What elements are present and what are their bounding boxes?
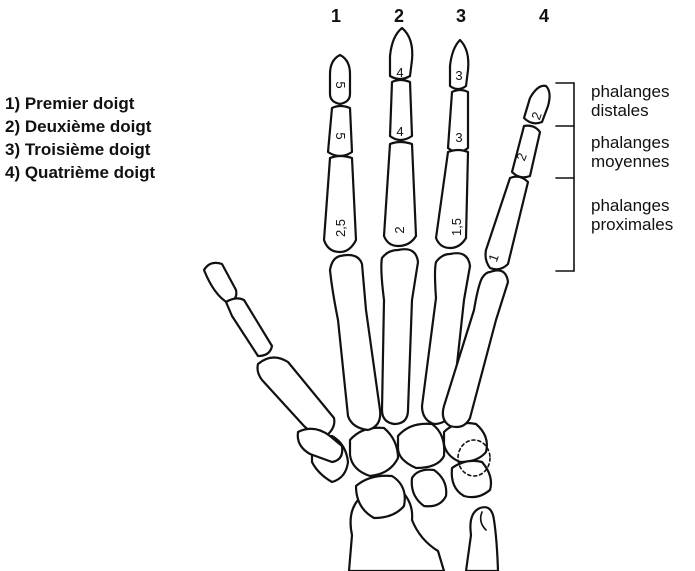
bone-label-f1-proximal: 2,5 [333, 219, 348, 237]
finger-2-bones [381, 28, 418, 424]
bone-label-f2-distal: 4 [396, 65, 403, 80]
bone-label-f2-proximal: 2 [392, 226, 407, 233]
bone-label-f1-middle: 5 [333, 132, 348, 139]
bone-label-f3-middle: 3 [455, 130, 462, 145]
bone-label-f1-distal: 5 [333, 81, 348, 88]
phalange-brackets [556, 83, 574, 271]
finger-1-bones [324, 55, 380, 430]
bone-label-f2-middle: 4 [396, 124, 403, 139]
carpal-bones [312, 423, 491, 518]
bone-label-f3-proximal: 1,5 [449, 218, 464, 236]
thumb-bones [204, 263, 342, 462]
bone-label-f3-distal: 3 [455, 68, 462, 83]
